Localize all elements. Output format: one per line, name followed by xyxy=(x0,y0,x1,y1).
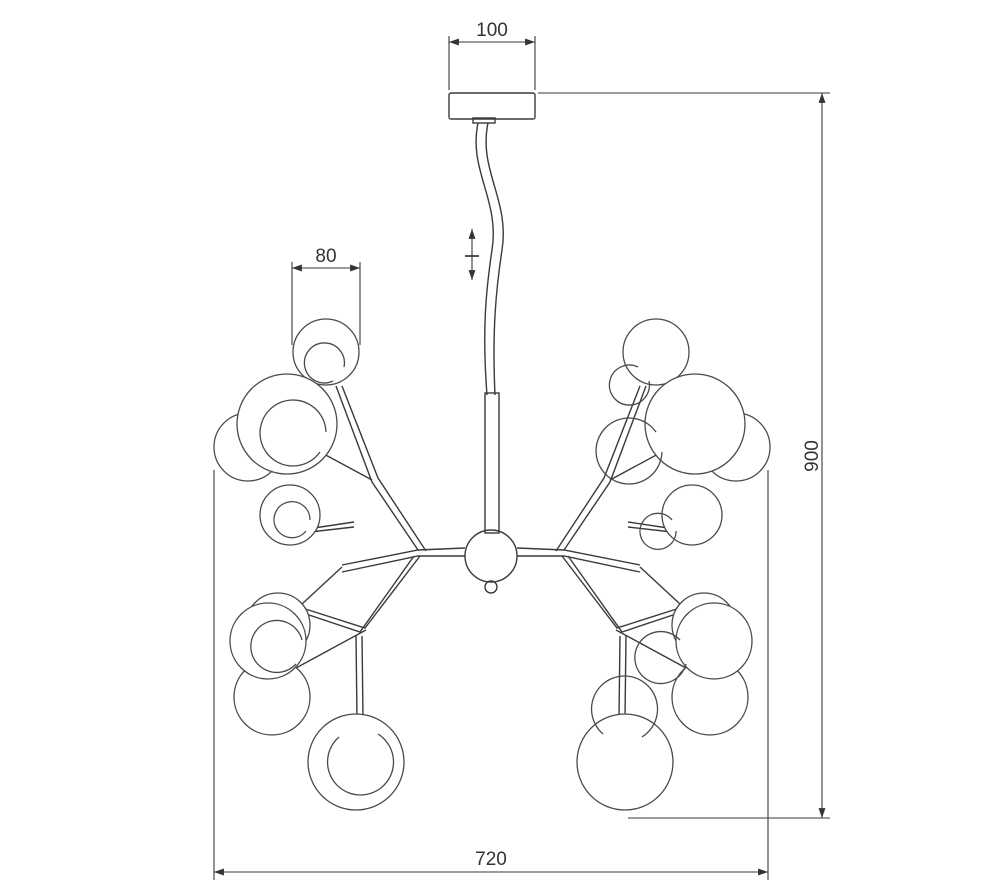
suspension-cable xyxy=(475,122,504,396)
glass-shades xyxy=(229,318,753,811)
bulb-width-dimension: 80 xyxy=(291,246,361,345)
total-height-label: 900 xyxy=(802,440,823,472)
chandelier-arms xyxy=(295,385,687,719)
total-width-label: 720 xyxy=(475,849,507,870)
center-stem xyxy=(464,392,518,594)
total-width-dimension: 720 xyxy=(213,470,769,880)
canopy-width-label: 100 xyxy=(476,20,508,41)
ceiling-canopy xyxy=(448,92,536,124)
cable-length-marker: l xyxy=(463,229,484,280)
cable-length-label: l xyxy=(463,254,484,258)
total-height-dimension: 900 xyxy=(538,92,830,819)
canopy-width-dimension: 100 xyxy=(448,20,536,90)
bulb-width-label: 80 xyxy=(315,246,336,267)
